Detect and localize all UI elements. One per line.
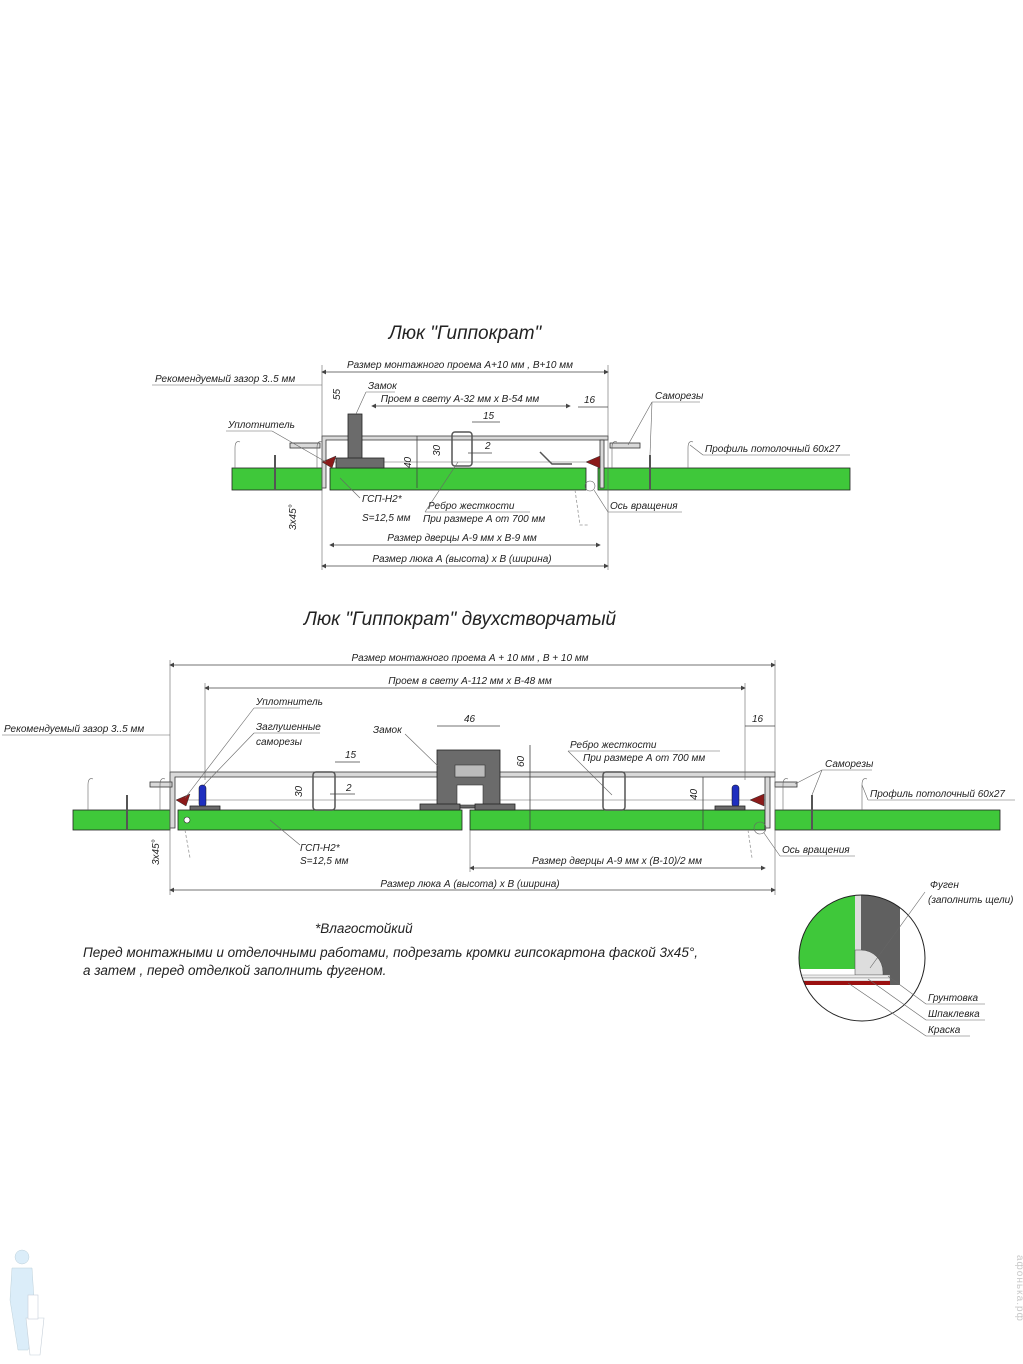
notes: *Влагостойкий Перед монтажными и отделоч… <box>83 921 698 978</box>
hinge <box>539 451 572 465</box>
door-board-left <box>177 809 463 831</box>
note-moisture: *Влагостойкий <box>315 921 413 936</box>
drawing2-dim-15: 15 <box>345 750 357 761</box>
drawing1-chamfer: 3х45° <box>288 504 299 530</box>
drawing1-gap: Рекомендуемый зазор 3..5 мм <box>155 374 295 385</box>
joint-detail: Фуген (заполнить щели) Грунтовка Шпаклев… <box>798 880 1014 1037</box>
detail-primer: Грунтовка <box>928 993 978 1004</box>
detail-paint-label: Краска <box>928 1025 961 1036</box>
drawing1-profile: Профиль потолочный 60х27 <box>705 443 840 455</box>
drawing1-title: Люк "Гиппократ" <box>387 323 543 344</box>
drawing2-plugged-1: Заглушенные <box>256 722 321 733</box>
ceiling-board-right <box>774 809 1001 831</box>
drawing1-lock: Замок <box>368 381 398 392</box>
drawing2-lock: Замок <box>373 725 403 736</box>
drawing2-dim-16: 16 <box>752 714 764 725</box>
ceiling-profile-right <box>687 441 694 468</box>
screw-right <box>774 781 798 788</box>
drawing2-mount-opening: Размер монтажного проема А + 10 мм , В +… <box>351 653 588 664</box>
door-board-right <box>469 809 766 831</box>
drawing1-door-size: Размер дверцы А-9 мм х В-9 мм <box>387 533 537 544</box>
detail-board <box>799 895 855 969</box>
drawing1-screws: Саморезы <box>655 391 704 402</box>
stiffening-rib-right <box>602 771 626 811</box>
frame-profile-right <box>599 439 605 489</box>
drawing2-axis: Ось вращения <box>782 845 850 856</box>
drawing1-rib: Ребро жесткости <box>428 500 515 512</box>
drawing2-plugged-2: саморезы <box>256 737 303 748</box>
drawing1-axis: Ось вращения <box>610 501 678 512</box>
drawing1-dim-55: 55 <box>332 388 343 400</box>
ceiling-board-right <box>597 467 851 491</box>
rotation-axis-icon <box>753 821 767 835</box>
drawing1-hatch-size: Размер люка А (высота) х В (ширина) <box>372 554 551 565</box>
stiffening-rib <box>451 431 473 467</box>
drawing2-rib: Ребро жесткости <box>570 739 657 751</box>
drawing2-dim-2: 2 <box>345 783 352 794</box>
drawing2-hatch-size: Размер люка А (высота) х В (ширина) <box>380 879 559 890</box>
drawing2-dim-30: 30 <box>294 785 305 797</box>
drawing2-door-size: Размер дверцы А-9 мм х (В-10)/2 мм <box>532 856 702 867</box>
drawing-single-hatch: Люк "Гиппократ" Размер монтажного проема… <box>152 323 851 570</box>
screw-right <box>609 442 641 449</box>
drawing1-seal: Уплотнитель <box>227 420 295 431</box>
watermark: афонька.рф <box>1014 1255 1023 1322</box>
rotation-axis-icon <box>584 480 596 492</box>
ceiling-profile-left <box>234 441 241 468</box>
drawing1-dim-40: 40 <box>403 456 414 468</box>
detail-fugen-label: Фуген <box>930 880 959 891</box>
seal-right <box>585 455 601 469</box>
drawing2-dim-46: 46 <box>464 714 476 725</box>
drawing1-clear-opening: Проем в свету А-32 мм х В-54 мм <box>381 394 540 405</box>
drawing2-chamfer: 3х45° <box>151 839 162 865</box>
drawing1-dim-15: 15 <box>483 411 495 422</box>
drawing1-rib-note: При размере А от 700 мм <box>423 514 545 525</box>
plugged-screw-left <box>198 784 207 808</box>
detail-paint <box>799 981 890 985</box>
drawing2-board-thickness: S=12,5 мм <box>300 856 349 867</box>
ceiling-board-left <box>231 467 323 491</box>
drawing2-clear-opening: Проем в свету А-112 мм х В-48 мм <box>388 676 552 687</box>
drawing2-title: Люк "Гиппократ" двухстворчатый <box>302 609 617 630</box>
drawing2-gap: Рекомендуемый зазор 3..5 мм <box>4 724 144 735</box>
drawing1-board: ГСП-Н2* <box>362 494 403 505</box>
drawing2-rib-note: При размере А от 700 мм <box>583 753 705 764</box>
drawing2-dim-40: 40 <box>689 788 700 800</box>
screw-left <box>289 442 321 449</box>
drawing2-dim-60: 60 <box>516 755 527 767</box>
drawing1-mount-opening: Размер монтажного проема А+10 мм , В+10 … <box>347 360 573 371</box>
note-line-2: а затем , перед отделкой заполнить фуген… <box>83 963 386 978</box>
plugged-screw-right <box>731 784 740 808</box>
drawing-double-hatch: Люк "Гиппократ" двухстворчатый Размер мо… <box>2 609 1015 895</box>
stiffening-rib-left <box>312 771 336 811</box>
drawing2-screws: Саморезы <box>825 759 874 770</box>
drawing1-dim-2: 2 <box>484 441 491 452</box>
lock-body <box>347 413 363 465</box>
detail-fugen <box>854 949 884 976</box>
detail-putty: Шпаклевка <box>928 1009 980 1020</box>
drawing2-profile: Профиль потолочный 60х27 <box>870 788 1005 800</box>
screw-left <box>149 781 173 788</box>
ceiling-board-left <box>72 809 171 831</box>
lock-plate <box>335 457 385 469</box>
plumber-logo <box>9 1249 45 1356</box>
drawing1-board-thickness: S=12,5 мм <box>362 513 411 524</box>
drawing2-seal: Уплотнитель <box>255 697 323 708</box>
drawing2-board: ГСП-Н2* <box>300 843 341 854</box>
detail-fugen-note: (заполнить щели) <box>928 895 1014 906</box>
drawing1-dim-30: 30 <box>432 444 443 456</box>
seal-left <box>321 455 337 469</box>
note-line-1: Перед монтажными и отделочными работами,… <box>83 945 698 960</box>
door-board <box>329 467 587 491</box>
drawing1-dim-16: 16 <box>584 395 596 406</box>
